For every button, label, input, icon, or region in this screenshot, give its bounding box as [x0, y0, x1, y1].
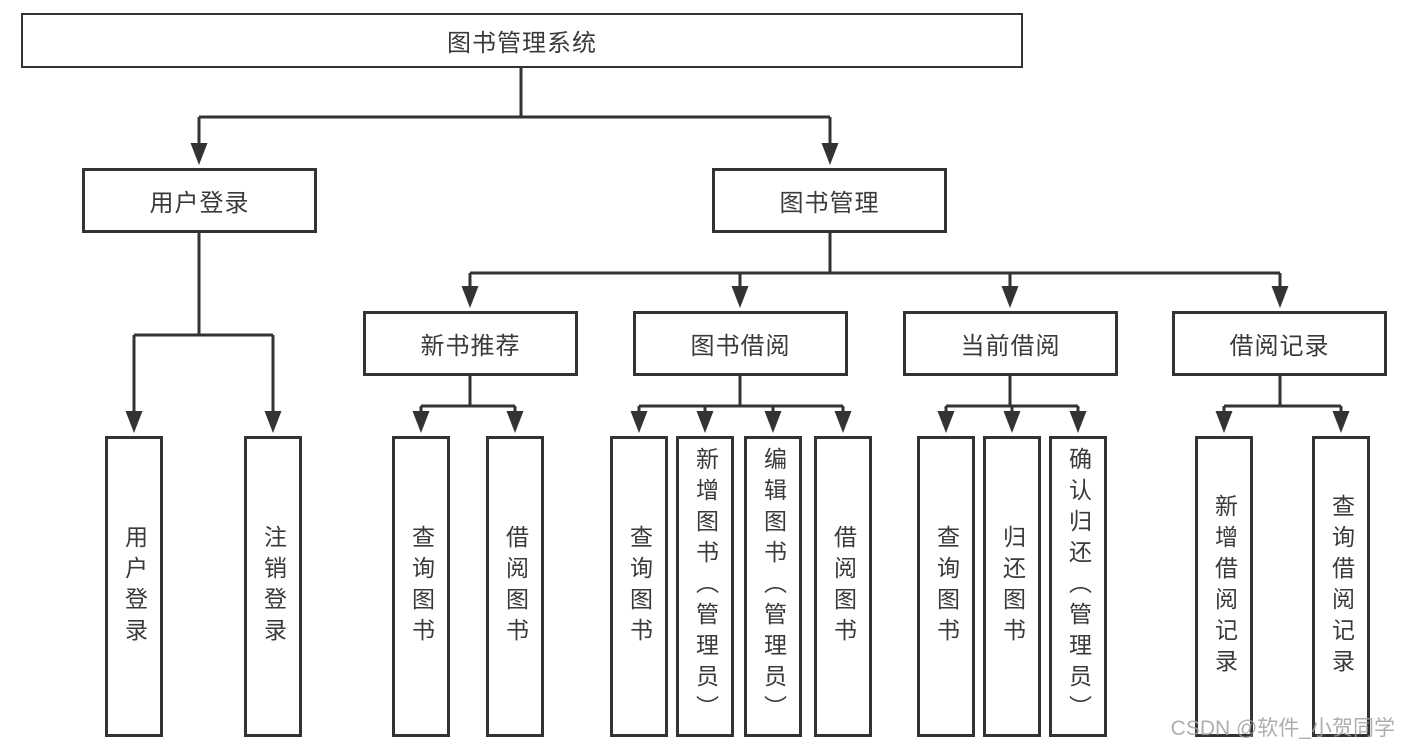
arrow-down-icon	[1069, 411, 1087, 433]
leaf-borrow-books-2: 借阅图书	[814, 436, 872, 737]
arrow-down-icon	[764, 411, 782, 433]
node-label: 图书管理	[779, 190, 880, 217]
leaf-add-books-admin: 新增图书（管理员）	[676, 436, 734, 737]
arrow-down-icon	[731, 286, 749, 308]
leaf-return-books: 归还图书	[983, 436, 1041, 737]
leaf-label: 查询图书	[933, 524, 960, 649]
node-label: 用户登录	[149, 190, 250, 217]
arrow-down-icon	[264, 411, 282, 433]
leaf-edit-books-admin: 编辑图书（管理员）	[744, 436, 802, 737]
node-label: 新书推荐	[420, 333, 521, 360]
node-label: 当前借阅	[960, 333, 1061, 360]
connector-book-mgmt-to-level2	[461, 233, 1289, 308]
leaf-query-books-3: 查询图书	[917, 436, 975, 737]
arrow-down-icon	[190, 143, 208, 165]
leaf-label: 用户登录	[121, 524, 148, 649]
node-label: 借阅记录	[1229, 333, 1330, 360]
leaf-logout-login: 注销登录	[244, 436, 302, 737]
node-book-management: 图书管理	[712, 168, 947, 233]
arrow-down-icon	[1003, 411, 1021, 433]
leaf-borrow-books-1: 借阅图书	[486, 436, 544, 737]
leaf-query-books-2: 查询图书	[610, 436, 668, 737]
leaf-label: 新增图书（管理员）	[692, 447, 719, 726]
leaf-query-books-1: 查询图书	[392, 436, 450, 737]
leaf-label: 归还图书	[999, 524, 1026, 649]
leaf-label: 确认归还（管理员）	[1065, 447, 1092, 726]
arrow-down-icon	[821, 143, 839, 165]
connector-root-to-level1	[190, 68, 839, 165]
arrow-down-icon	[937, 411, 955, 433]
arrow-down-icon	[412, 411, 430, 433]
node-book-borrowing: 图书借阅	[633, 311, 848, 376]
leaf-label: 查询借阅记录	[1328, 493, 1355, 680]
arrow-down-icon	[630, 411, 648, 433]
connector-current-borrow-to-leaves	[937, 376, 1087, 433]
node-library-management-system: 图书管理系统	[21, 13, 1023, 68]
leaf-label: 借阅图书	[502, 524, 529, 649]
arrow-down-icon	[461, 286, 479, 308]
watermark: CSDN @软件_小贺同学	[1170, 717, 1395, 740]
arrow-down-icon	[834, 411, 852, 433]
arrow-down-icon	[125, 411, 143, 433]
arrow-down-icon	[1332, 411, 1350, 433]
leaf-label: 新增借阅记录	[1211, 493, 1238, 680]
leaf-query-borrow-record: 查询借阅记录	[1312, 436, 1370, 737]
leaf-label: 查询图书	[408, 524, 435, 649]
leaf-label: 借阅图书	[830, 524, 857, 649]
connector-borrow-record-to-leaves	[1215, 376, 1350, 433]
leaf-confirm-return-admin: 确认归还（管理员）	[1049, 436, 1107, 737]
leaf-label: 注销登录	[260, 524, 287, 649]
arrow-down-icon	[506, 411, 524, 433]
arrow-down-icon	[1271, 286, 1289, 308]
arrow-down-icon	[1215, 411, 1233, 433]
connector-new-book-rec-to-leaves	[412, 376, 524, 433]
node-user-login: 用户登录	[82, 168, 317, 233]
arrow-down-icon	[1001, 286, 1019, 308]
leaf-user-login: 用户登录	[105, 436, 163, 737]
connector-user-login-to-leaves	[125, 233, 282, 433]
node-current-borrowing: 当前借阅	[903, 311, 1118, 376]
leaf-add-borrow-record: 新增借阅记录	[1195, 436, 1253, 737]
node-new-book-recommendation: 新书推荐	[363, 311, 578, 376]
node-label: 图书借阅	[690, 333, 791, 360]
node-borrowing-records: 借阅记录	[1172, 311, 1387, 376]
connector-book-borrow-to-leaves	[630, 376, 852, 433]
node-label: 图书管理系统	[447, 30, 597, 57]
arrow-down-icon	[696, 411, 714, 433]
leaf-label: 查询图书	[626, 524, 653, 649]
leaf-label: 编辑图书（管理员）	[760, 447, 787, 726]
